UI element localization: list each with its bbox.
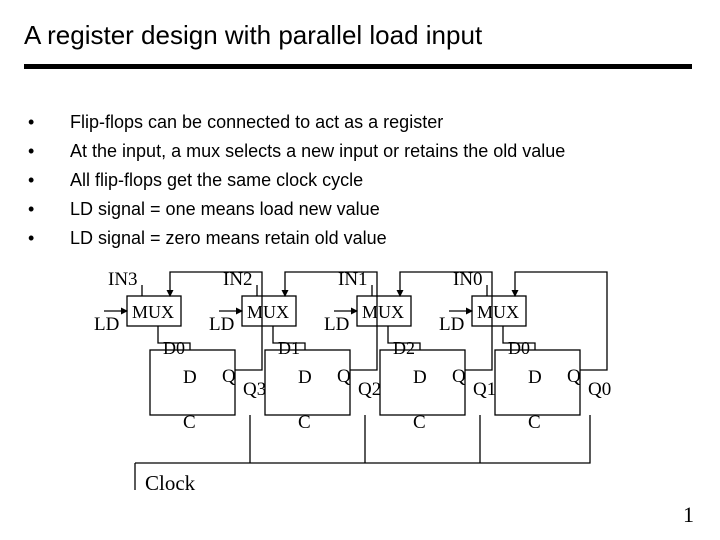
ld-label: LD xyxy=(209,314,234,335)
d-line-label: D0 xyxy=(508,338,530,358)
mux-to-d-wire xyxy=(272,326,306,350)
ld-label: LD xyxy=(324,314,349,335)
bullet-text: All flip-flops get the same clock cycle xyxy=(70,170,364,190)
bullet-icon: • xyxy=(28,228,35,248)
d-line-label: D1 xyxy=(278,338,300,358)
bullet-item: • All flip-flops get the same clock cycle xyxy=(24,166,565,195)
ld-label: LD xyxy=(439,314,464,335)
d-line-label: D0 xyxy=(163,338,185,358)
flip-flop-box xyxy=(149,349,236,416)
d-line-label: D2 xyxy=(393,338,415,358)
bullet-icon: • xyxy=(28,112,35,132)
bullet-list: • Flip-flops can be connected to act as a… xyxy=(24,108,565,253)
bullet-text: Flip-flops can be connected to act as a … xyxy=(70,112,444,132)
mux-label: MUX xyxy=(477,302,519,322)
mux-to-d-wire xyxy=(387,326,421,350)
flip-flop-clock-label: C xyxy=(528,412,541,433)
bullet-item: • At the input, a mux selects a new input… xyxy=(24,137,565,166)
flip-flop-q-label: Q xyxy=(222,366,236,387)
ld-label: LD xyxy=(94,314,119,335)
flip-flop-q-label: Q xyxy=(452,366,466,387)
flip-flop-q-label: Q xyxy=(567,366,581,387)
clock-line xyxy=(135,415,591,464)
mux-label: MUX xyxy=(132,302,174,322)
feedback-wire xyxy=(511,271,608,371)
flip-flop-clock-label: C xyxy=(183,412,196,433)
slide-title: A register design with parallel load inp… xyxy=(24,20,483,50)
input-label: IN1 xyxy=(338,269,368,290)
feedback-wire xyxy=(396,271,493,371)
bullet-item: • LD signal = zero means retain old value xyxy=(24,224,565,253)
output-label: Q1 xyxy=(473,379,496,400)
bullet-item: • Flip-flops can be connected to act as a… xyxy=(24,108,565,137)
feedback-wire xyxy=(281,271,378,371)
flip-flop-q-label: Q xyxy=(337,366,351,387)
mux-label: MUX xyxy=(247,302,289,322)
flip-flop-clock-label: C xyxy=(413,412,426,433)
feedback-wire xyxy=(166,271,263,371)
flip-flop-d-label: D xyxy=(183,367,197,388)
output-label: Q3 xyxy=(243,379,266,400)
bullet-item: • LD signal = one means load new value xyxy=(24,195,565,224)
mux-to-d-wire xyxy=(502,326,536,350)
page-number: 1 xyxy=(683,502,694,527)
flip-flop-d-label: D xyxy=(413,367,427,388)
bullet-text: At the input, a mux selects a new input … xyxy=(70,141,566,161)
mux-label: MUX xyxy=(362,302,404,322)
flip-flop-clock-label: C xyxy=(298,412,311,433)
title-underline xyxy=(24,64,692,69)
output-label: Q2 xyxy=(358,379,381,400)
clock-label: Clock xyxy=(145,471,196,495)
flip-flop-d-label: D xyxy=(298,367,312,388)
input-label: IN2 xyxy=(223,269,253,290)
flip-flop-d-label: D xyxy=(528,367,542,388)
mux-to-d-wire xyxy=(157,326,191,350)
bullet-text: LD signal = one means load new value xyxy=(70,199,380,219)
bullet-icon: • xyxy=(28,170,35,190)
bullet-text: LD signal = zero means retain old value xyxy=(70,228,387,248)
input-label: IN0 xyxy=(453,269,483,290)
output-label: Q0 xyxy=(588,379,611,400)
bullet-icon: • xyxy=(28,141,35,161)
flip-flop-box xyxy=(379,349,466,416)
flip-flop-box xyxy=(264,349,351,416)
flip-flop-box xyxy=(494,349,581,416)
clock-wiring xyxy=(134,415,591,490)
bullet-icon: • xyxy=(28,199,35,219)
input-label: IN3 xyxy=(108,269,138,290)
